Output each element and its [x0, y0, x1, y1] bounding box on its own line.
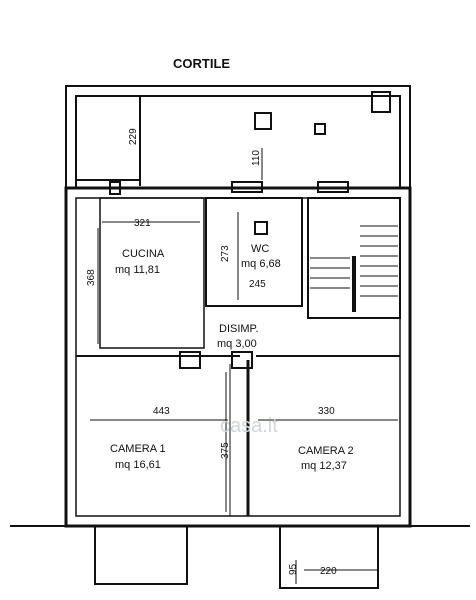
stair-treads [310, 225, 398, 312]
room-area-disimpegno: mq 3,00 [217, 338, 257, 350]
dim-window-wc: 110 [251, 150, 262, 166]
dim-cortile-depth: 229 [128, 128, 139, 145]
room-name-camera1: CAMERA 1 [110, 443, 166, 455]
dim-camera2-width: 330 [318, 406, 335, 417]
room-name-camera2: CAMERA 2 [298, 445, 354, 457]
room-area-camera1: mq 16,61 [115, 459, 161, 471]
room-name-disimpegno: DISIMP. [219, 323, 259, 335]
watermark: casa.it [220, 415, 278, 437]
fixtures [109, 91, 391, 369]
dim-wc-width: 245 [249, 279, 266, 290]
dim-cucina-width: 321 [134, 218, 151, 229]
dim-balcony-depth: 95 [288, 563, 299, 575]
dim-camera1-width: 443 [153, 406, 170, 417]
plan-walls [10, 85, 470, 589]
room-area-wc: mq 6,68 [241, 258, 281, 270]
room-name-cucina: CUCINA [122, 248, 165, 260]
dimension-lines [90, 148, 398, 584]
room-name-wc: WC [251, 243, 269, 255]
dim-cucina-depth: 368 [86, 269, 97, 286]
room-area-cucina: mq 11,81 [115, 264, 160, 276]
dim-wc-depth: 273 [220, 245, 231, 262]
plan-title: CORTILE [173, 56, 230, 71]
dim-balcony-width: 220 [320, 566, 337, 577]
room-area-camera2: mq 12,37 [301, 460, 347, 472]
dim-camera1-depth: 375 [220, 442, 231, 459]
